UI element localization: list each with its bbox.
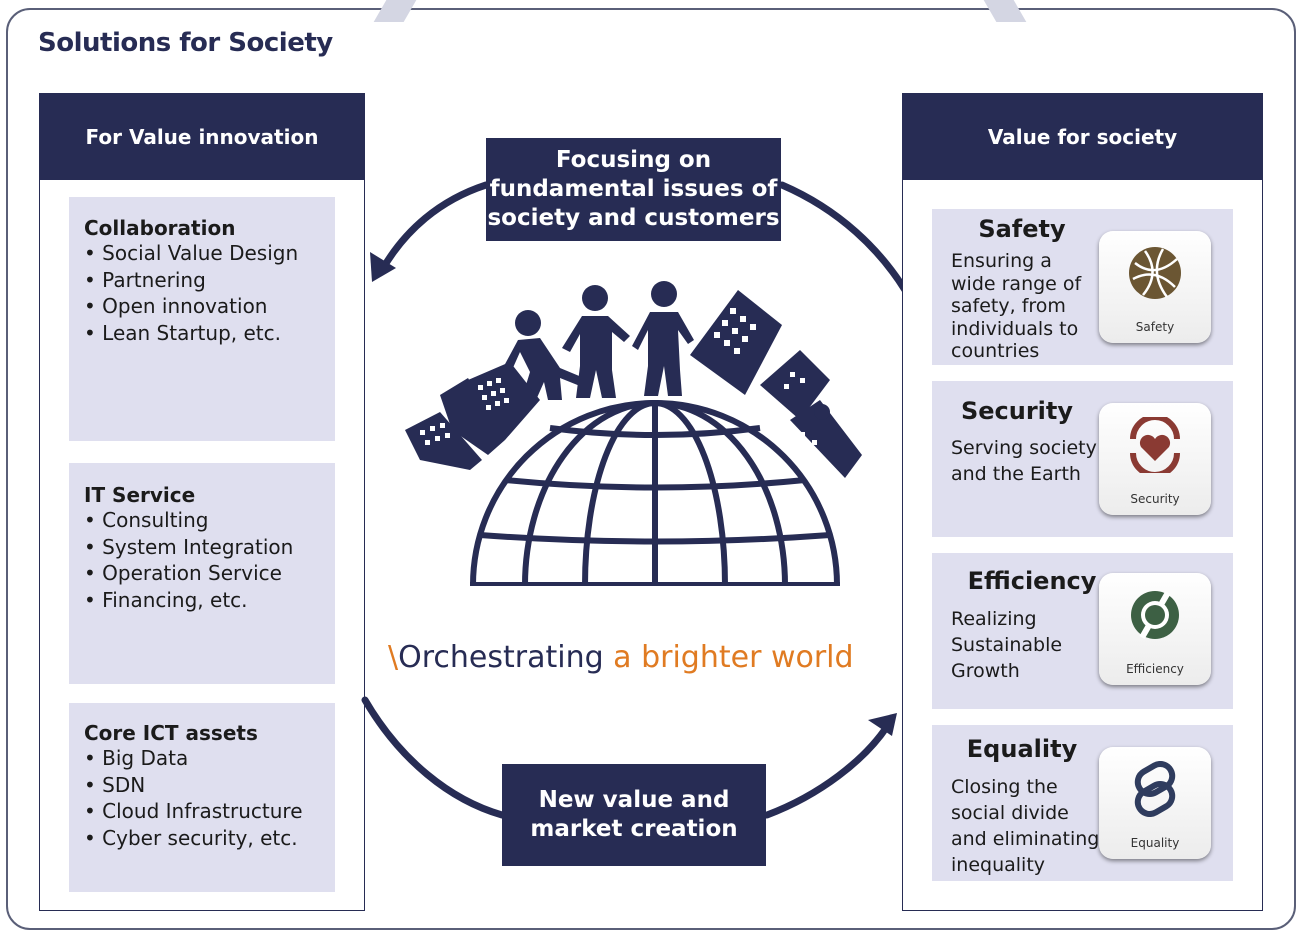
security-card: Security (1099, 403, 1211, 515)
efficiency-card: Efficiency (1099, 573, 1211, 685)
safety-card: Safety (1099, 231, 1211, 343)
list-item: Open innovation (84, 293, 298, 320)
heart-shield-icon (1130, 417, 1180, 473)
list-item: Cyber security, etc. (84, 825, 303, 852)
buildings-right-icon (690, 290, 862, 478)
cycle-arrows (361, 181, 909, 819)
group-title: Collaboration (84, 216, 236, 240)
buildings-left-icon (405, 362, 540, 470)
value-title: Equality (966, 735, 1078, 763)
value-title: Security (960, 397, 1074, 425)
globe-icon (470, 400, 840, 586)
tagline-slash: \ (388, 640, 399, 675)
tagline-orchestrating: Orchestrating (398, 640, 604, 675)
list-item: Financing, etc. (84, 587, 293, 614)
icon-label: Safety (1135, 320, 1175, 334)
value-title: Efficiency (967, 567, 1097, 595)
value-description: Serving society and the Earth (951, 437, 1097, 485)
group-title: IT Service (84, 483, 196, 507)
value-title: Safety (978, 215, 1066, 243)
value-description: Realizing Sustainable Growth (951, 608, 1063, 682)
value-safety: Safety Ensuring a wide range of safety, … (932, 209, 1233, 365)
value-efficiency: Efficiency Realizing Sustainable Growth … (932, 553, 1233, 709)
group-title: Core ICT assets (84, 721, 258, 745)
arrow-head-left (370, 252, 396, 282)
icon-label: Security (1130, 492, 1180, 506)
globe-icon (1129, 247, 1181, 299)
people-icon (504, 281, 694, 400)
list-item: Big Data (84, 745, 303, 772)
icon-label: Efficiency (1126, 662, 1184, 676)
group-collaboration: Collaboration Social Value Design Partne… (69, 197, 335, 441)
icon-label: Equality (1130, 836, 1180, 850)
cycle-icon (1131, 590, 1179, 640)
bottom-banner: New value and market creation (502, 764, 766, 866)
left-column-header: For Value innovation (40, 94, 364, 180)
group-it-service: IT Service Consulting System Integration… (69, 463, 335, 684)
link-icon (1134, 761, 1176, 817)
list-item: Cloud Infrastructure (84, 798, 302, 825)
list-item: System Integration (84, 534, 293, 561)
page-title: Solutions for Society (38, 28, 333, 58)
tagline: \Orchestrating a brighter world (388, 640, 854, 675)
value-description: Ensuring a wide range of safety, from in… (951, 250, 1082, 362)
tagline-brighter-world: a brighter world (603, 640, 854, 675)
value-equality: Equality Closing the social divide and e… (932, 725, 1233, 881)
list-item: Lean Startup, etc. (84, 320, 298, 347)
value-security: Security Serving society and the Earth S… (932, 381, 1233, 537)
top-banner: Focusing on fundamental issues of societ… (486, 138, 781, 241)
list-item: Partnering (84, 267, 298, 294)
value-description: Closing the social divide and eliminatin… (951, 776, 1100, 876)
list-item: Consulting (84, 507, 293, 534)
arrow-head-right (868, 713, 897, 736)
group-core-ict-assets: Core ICT assets Big Data SDN Cloud Infra… (69, 703, 335, 892)
list-item: Social Value Design (84, 240, 298, 267)
list-item: SDN (84, 772, 303, 799)
right-column-header: Value for society (903, 94, 1262, 180)
list-item: Operation Service (84, 560, 293, 587)
equality-card: Equality (1099, 747, 1211, 859)
